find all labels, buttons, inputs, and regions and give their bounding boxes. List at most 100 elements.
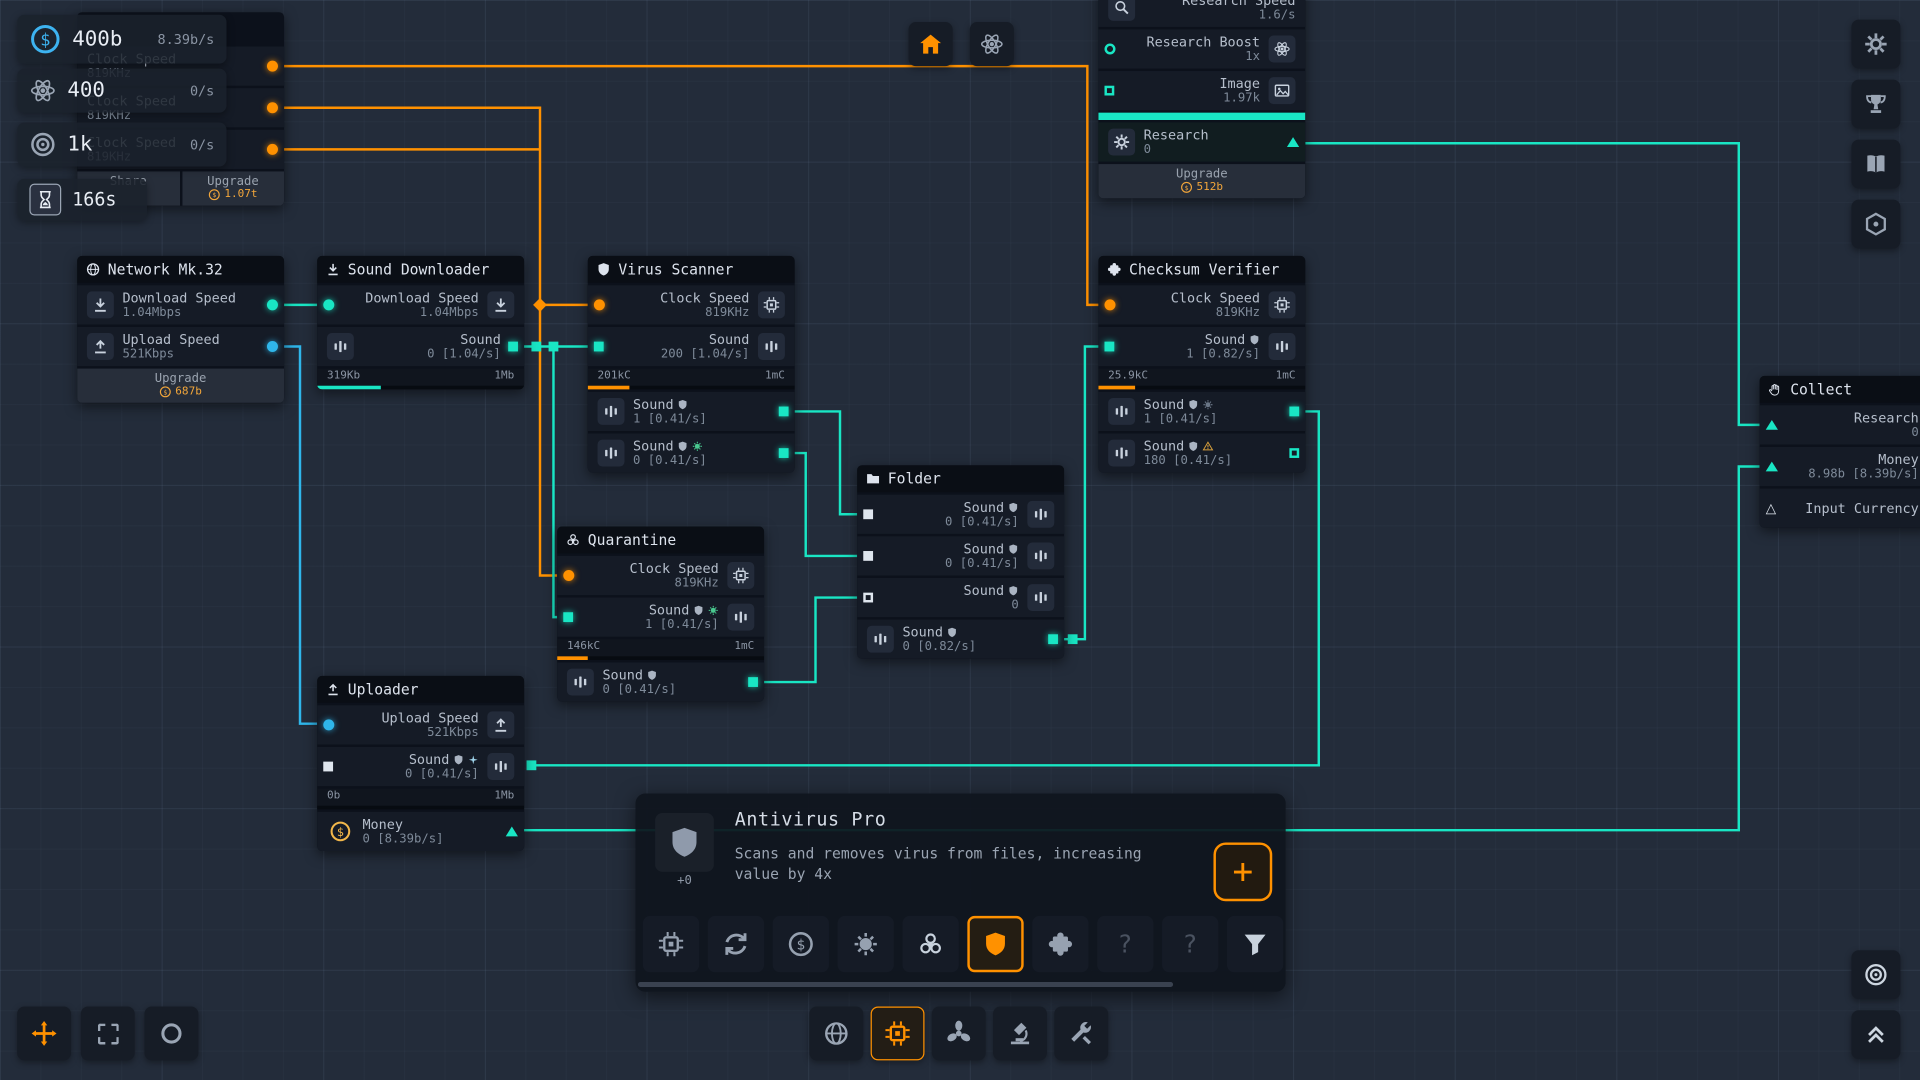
machine-folder[interactable]: Folder Sound0 [0.41/s] Sound0 [0.41/s] S… bbox=[857, 465, 1064, 658]
home-button[interactable] bbox=[909, 22, 953, 66]
dock-lab-button[interactable] bbox=[993, 1007, 1047, 1061]
settings-button[interactable] bbox=[1851, 20, 1900, 69]
machine-quarantine[interactable]: Quarantine Clock Speed819KHz Sound1 [0.4… bbox=[557, 527, 764, 702]
machine-header[interactable]: Checksum Verifier bbox=[1098, 256, 1305, 283]
dock-cooling-button[interactable] bbox=[932, 1007, 986, 1061]
wire-scanner-to-folder-1[interactable] bbox=[791, 411, 860, 514]
shield-badge-icon bbox=[453, 754, 464, 765]
output-port-triangle[interactable] bbox=[506, 827, 518, 837]
machine-sound-downloader[interactable]: Sound Downloader Download Speed1.04Mbps … bbox=[317, 256, 524, 389]
center-view-button[interactable] bbox=[1851, 950, 1900, 999]
dock-hardware-button[interactable] bbox=[871, 1007, 925, 1061]
wire-junction-diamond[interactable] bbox=[533, 298, 547, 312]
input-port-dot[interactable] bbox=[563, 570, 574, 581]
input-port-square-empty[interactable] bbox=[863, 593, 873, 603]
add-machine-button[interactable]: + bbox=[1213, 842, 1272, 901]
filter-button[interactable] bbox=[1227, 916, 1283, 972]
shield-badge-icon bbox=[647, 669, 658, 680]
folder-output-row: Sound0 [0.82/s] bbox=[857, 620, 1064, 659]
machine-header[interactable]: Network Mk.32 bbox=[77, 256, 284, 283]
input-port-square[interactable] bbox=[1104, 342, 1114, 352]
clock-output-port[interactable] bbox=[267, 102, 278, 113]
select-chip-button[interactable] bbox=[643, 916, 699, 972]
machine-header[interactable]: Folder bbox=[857, 465, 1064, 492]
wire-waypoint[interactable] bbox=[527, 760, 537, 770]
machine-header[interactable]: Collect bbox=[1760, 376, 1920, 403]
machine-research[interactable]: Research Speed1.6/s Research Boost1x Ima… bbox=[1098, 0, 1305, 198]
machine-row-scrollbar[interactable] bbox=[638, 982, 1173, 987]
input-port-dot[interactable] bbox=[323, 719, 334, 730]
machine-network[interactable]: Network Mk.32 Download Speed1.04Mbps Upl… bbox=[77, 256, 284, 403]
input-port-triangle-empty[interactable]: △ bbox=[1766, 501, 1776, 514]
upgrade-button[interactable]: Upgrade 687b bbox=[77, 369, 284, 403]
wire-waypoint[interactable] bbox=[531, 342, 541, 352]
select-antivirus-button[interactable] bbox=[967, 916, 1023, 972]
output-port-square-empty[interactable] bbox=[1289, 448, 1299, 458]
wire-research-to-collect[interactable] bbox=[1299, 143, 1759, 425]
codex-button[interactable] bbox=[1851, 140, 1900, 189]
machine-uploader[interactable]: Uploader Upload Speed521Kbps Sound0 [0.4… bbox=[317, 676, 524, 851]
funnel-icon bbox=[1242, 931, 1269, 958]
locked-machine-button[interactable]: ? bbox=[1162, 916, 1218, 972]
circle-select-button[interactable] bbox=[144, 1007, 198, 1061]
input-port-square[interactable] bbox=[323, 762, 333, 772]
input-port-triangle[interactable] bbox=[1766, 462, 1778, 472]
badges-button[interactable] bbox=[1851, 200, 1900, 249]
money-resource: 400b 8.39b/s bbox=[17, 15, 226, 64]
wire-upload-speed[interactable] bbox=[282, 347, 321, 724]
upgrade-button[interactable]: Upgrade 512b bbox=[1098, 164, 1305, 198]
machine-virus-scanner[interactable]: Virus Scanner Clock Speed819KHz Sound200… bbox=[588, 256, 795, 473]
research-tree-button[interactable] bbox=[970, 22, 1014, 66]
achievements-button[interactable] bbox=[1851, 80, 1900, 129]
input-port-square[interactable] bbox=[594, 342, 604, 352]
select-virus-button[interactable] bbox=[838, 916, 894, 972]
machine-checksum-verifier[interactable]: Checksum Verifier Clock Speed819KHz Soun… bbox=[1098, 256, 1305, 473]
machine-header[interactable]: Quarantine bbox=[557, 527, 764, 554]
dock-network-button[interactable] bbox=[809, 1007, 863, 1061]
output-port-square[interactable] bbox=[1289, 407, 1299, 417]
select-sync-button[interactable] bbox=[708, 916, 764, 972]
select-money-button[interactable] bbox=[773, 916, 829, 972]
output-port-square[interactable] bbox=[508, 342, 518, 352]
output-port-square[interactable] bbox=[779, 448, 789, 458]
input-port-square[interactable] bbox=[563, 612, 573, 622]
collapse-button[interactable] bbox=[1851, 1010, 1900, 1059]
clock-output-port[interactable] bbox=[267, 144, 278, 155]
output-port-dot[interactable] bbox=[267, 341, 278, 352]
machine-header[interactable]: Sound Downloader bbox=[317, 256, 524, 283]
output-port-dot[interactable] bbox=[267, 299, 278, 310]
input-port-dot[interactable] bbox=[323, 299, 334, 310]
input-port-dot[interactable] bbox=[1104, 299, 1115, 310]
input-port-triangle[interactable] bbox=[1766, 420, 1778, 430]
locked-machine-button[interactable]: ? bbox=[1097, 916, 1153, 972]
gear-icon bbox=[1864, 32, 1888, 56]
input-port-dot[interactable] bbox=[594, 299, 605, 310]
input-port-circle[interactable] bbox=[1104, 43, 1115, 54]
dock-tools-button[interactable] bbox=[1054, 1007, 1108, 1061]
wire-folder-to-checksum[interactable] bbox=[1058, 347, 1101, 640]
input-port-square[interactable] bbox=[863, 509, 873, 519]
marquee-select-button[interactable] bbox=[81, 1007, 135, 1061]
output-port-triangle[interactable] bbox=[1287, 137, 1299, 147]
wire-scanner-to-folder-2[interactable] bbox=[791, 453, 860, 556]
input-port-square[interactable] bbox=[863, 551, 873, 561]
machine-header[interactable]: Uploader bbox=[317, 676, 524, 703]
select-biohazard-button[interactable] bbox=[902, 916, 958, 972]
biohazard-icon bbox=[917, 931, 944, 958]
checksum-icon bbox=[1107, 262, 1122, 277]
output-port-square[interactable] bbox=[748, 677, 758, 687]
upgrade-button[interactable]: Upgrade 1.07t bbox=[182, 171, 284, 205]
machine-header[interactable]: Virus Scanner bbox=[588, 256, 795, 283]
input-port-square[interactable] bbox=[1104, 86, 1114, 96]
wire-quarantine-to-folder[interactable] bbox=[760, 598, 859, 682]
quarantine-clock-row: Clock Speed819KHz bbox=[557, 556, 764, 595]
move-tool-button[interactable] bbox=[17, 1007, 71, 1061]
output-port-square[interactable] bbox=[779, 407, 789, 417]
clock-output-port[interactable] bbox=[267, 61, 278, 72]
wire-waypoint[interactable] bbox=[549, 342, 559, 352]
wire-waypoint[interactable] bbox=[1068, 634, 1078, 644]
select-puzzle-button[interactable] bbox=[1032, 916, 1088, 972]
output-port-square[interactable] bbox=[1048, 634, 1058, 644]
machine-collect[interactable]: Collect Research0 Money8.98b [8.39b/s] △… bbox=[1760, 376, 1920, 528]
